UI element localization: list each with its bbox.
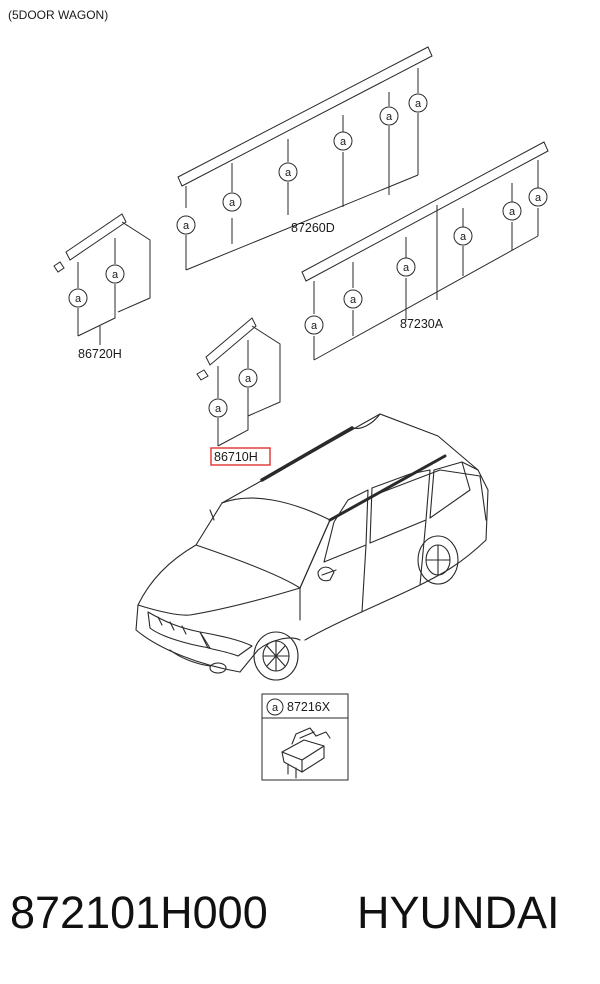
svg-text:a: a	[272, 702, 279, 714]
clip-a-icon: a	[528, 187, 548, 207]
clip-a-icon: a	[278, 162, 298, 182]
part-label-86710H: 86710H	[214, 450, 258, 464]
clip-a-icon: a	[238, 368, 258, 388]
part-87216X-group: a 87216X	[261, 693, 349, 781]
svg-text:a: a	[350, 294, 357, 306]
svg-text:a: a	[229, 197, 236, 209]
clip-a-icon: a	[453, 226, 473, 246]
svg-text:a: a	[245, 373, 252, 385]
part-87260D-group: a a a a a a 87260D	[176, 46, 433, 271]
part-label-87216X: 87216X	[287, 700, 331, 714]
car-illustration	[135, 413, 489, 681]
rear-molding-right-strip	[205, 317, 257, 366]
svg-text:a: a	[535, 192, 542, 204]
roof-strip-upper	[177, 46, 433, 187]
svg-text:a: a	[311, 320, 318, 332]
svg-text:a: a	[215, 403, 222, 415]
clip-a-icon: a	[222, 192, 242, 212]
svg-text:a: a	[112, 269, 119, 281]
clip-a-icon: a	[68, 288, 88, 308]
roof-strip-lower	[301, 141, 549, 282]
footer-part-number: 872101H000	[10, 887, 268, 938]
clip-a-icon: a	[343, 289, 363, 309]
part-86710H-group: a a 86710H	[196, 317, 281, 466]
clip-a-icon: a	[333, 131, 353, 151]
svg-text:a: a	[285, 167, 292, 179]
clip-a-icon: a	[408, 93, 428, 113]
clip-a-icon: a	[176, 215, 196, 235]
svg-text:a: a	[386, 111, 393, 123]
part-87230A-group: a a a a a a 87230A	[301, 141, 549, 361]
variant-caption: (5DOOR WAGON)	[8, 8, 108, 22]
part-label-86720H: 86720H	[78, 347, 122, 361]
rear-molding-left-strip	[65, 213, 127, 261]
clip-a-icon: a	[396, 257, 416, 277]
footer-brand: HYUNDAI	[357, 887, 560, 938]
highlight-box	[210, 447, 271, 466]
svg-text:a: a	[75, 293, 82, 305]
svg-text:a: a	[340, 136, 347, 148]
svg-text:a: a	[460, 231, 467, 243]
clip-a-icon: a	[208, 398, 228, 418]
svg-text:a: a	[403, 262, 410, 274]
part-label-87260D: 87260D	[291, 221, 335, 235]
clip-a-icon: a	[105, 264, 125, 284]
clip-drawing	[281, 727, 331, 779]
svg-text:a: a	[183, 220, 190, 232]
clip-a-icon: a	[502, 201, 522, 221]
clip-a-icon: a	[379, 106, 399, 126]
part-label-87230A: 87230A	[400, 317, 444, 331]
clip-a-icon: a	[304, 315, 324, 335]
part-86720H-group: a a 86720H	[53, 213, 151, 361]
clip-a-icon: a	[266, 698, 284, 716]
svg-text:a: a	[509, 206, 516, 218]
svg-text:a: a	[415, 98, 422, 110]
